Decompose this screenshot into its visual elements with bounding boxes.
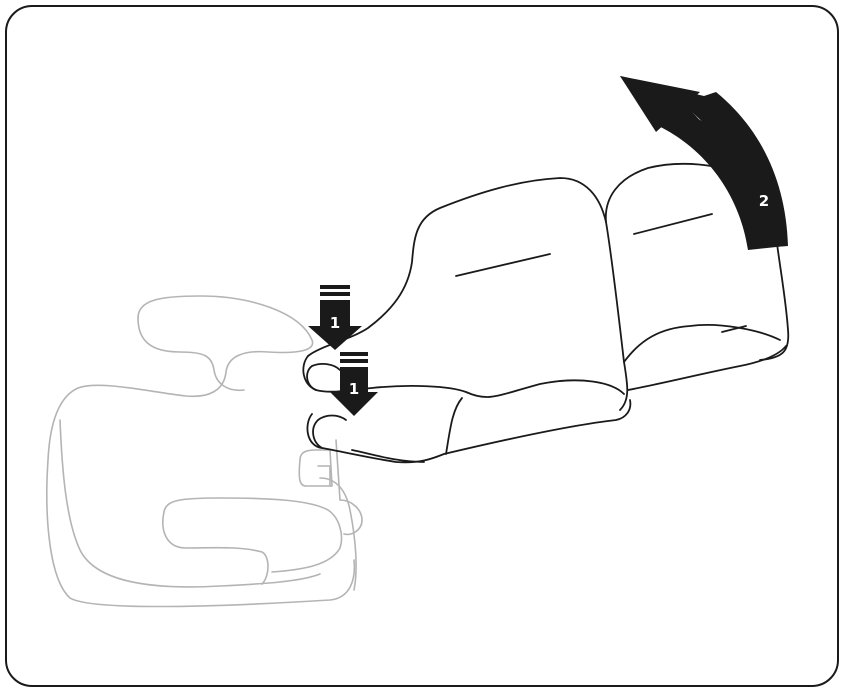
step1b-label: 1	[349, 380, 359, 398]
step1-label: 1	[330, 314, 340, 332]
step2-label: 2	[759, 192, 769, 210]
